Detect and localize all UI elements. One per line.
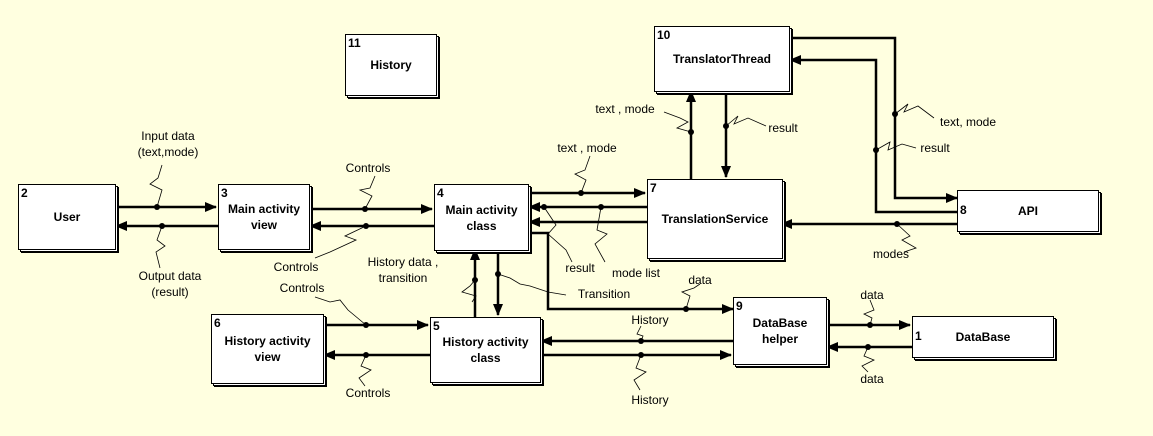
leader-transition <box>497 273 567 296</box>
label-transition: Transition <box>577 287 631 301</box>
box-title: Main activity class <box>445 202 518 233</box>
leader-mode-list <box>594 206 608 263</box>
box-api: 8 API <box>957 190 1099 232</box>
box-number: 5 <box>433 319 440 333</box>
label-controls-hav-out: Controls <box>345 386 391 400</box>
dot-controls-hav-in <box>363 322 369 328</box>
leader-controls-hav-out <box>358 354 372 387</box>
label-result-api: result <box>920 141 950 155</box>
box-number: 2 <box>21 186 28 200</box>
leader-text-mode-api <box>894 103 935 119</box>
dot-history-data <box>472 277 478 283</box>
label-history-data: History data , transition <box>367 255 439 285</box>
box-main-activity-class: 4 Main activity class <box>434 184 529 251</box>
leader-modes <box>896 223 917 253</box>
label-history-in: History <box>631 313 669 327</box>
box-title: User <box>53 210 81 224</box>
dot-text-mode-api <box>892 111 898 117</box>
leader-controls-top <box>358 175 376 210</box>
dot-transition <box>495 271 501 277</box>
leader-controls-hav-in <box>314 296 367 326</box>
box-number: 8 <box>960 203 967 217</box>
box-translator-thread: 10 TranslatorThread <box>654 26 790 92</box>
label-data-dbh: data <box>688 273 712 287</box>
box-title: DataBase <box>955 330 1011 344</box>
label-controls-mid: Controls <box>273 260 319 274</box>
leader-output-data <box>155 225 166 269</box>
box-number: 1 <box>915 329 922 343</box>
box-main-activity-view: 3 Main activity view <box>218 184 310 250</box>
leader-input-data <box>149 164 163 208</box>
box-history-activity-view: 6 6 History activity view <box>211 314 324 384</box>
leader-result-ts <box>543 206 573 263</box>
box-database-helper: 9 DataBase helper <box>733 297 827 365</box>
dot-result-api <box>873 147 879 153</box>
leader-data-db-in <box>863 299 875 326</box>
arrow-text-mode-to-api <box>788 36 958 203</box>
box-title: History <box>370 58 412 72</box>
box-history: 11 History <box>345 34 437 96</box>
dot-mode-list <box>598 204 604 210</box>
label-controls-top: Controls <box>345 161 391 175</box>
dot-history-in <box>638 338 644 344</box>
box-title: Main activity view <box>227 202 301 232</box>
arrow-result-to-tt <box>789 55 957 214</box>
box-title: TranslatorThread <box>672 52 772 66</box>
label-result-tt: result <box>768 121 798 135</box>
label-result-ts: result <box>565 261 595 275</box>
dot-data-dbh <box>683 306 689 312</box>
label-controls-hav-in: Controls <box>279 281 325 295</box>
dot-modes <box>894 221 900 227</box>
box-title: TranslationService <box>661 212 769 226</box>
dot-controls-hav-out <box>363 352 369 358</box>
leader-controls-mid <box>314 225 367 259</box>
dot-text-mode-ts <box>578 190 584 196</box>
dot-input-data <box>154 204 160 210</box>
leader-result-api <box>875 141 917 151</box>
leader-data-db-out <box>861 346 875 373</box>
label-data-db-in: data <box>860 288 884 302</box>
box-title: History activity view <box>224 334 311 364</box>
dot-text-mode-tt <box>688 129 694 135</box>
label-modes: modes <box>872 247 910 261</box>
box-database: 1 DataBase <box>912 316 1054 358</box>
leader-data-dbh <box>680 283 701 310</box>
label-text-mode-ts: text , mode <box>557 141 617 155</box>
box-number: 9 <box>736 299 743 313</box>
arrow-transition-to-dbh <box>527 231 734 314</box>
box-number: 7 <box>650 181 657 195</box>
label-output-data: Output data (result) <box>138 269 202 299</box>
box-number: 6 <box>214 316 221 330</box>
box-number: 4 <box>437 186 444 200</box>
box-number: 10 <box>657 28 671 42</box>
leader-history-data <box>461 279 477 303</box>
box-translation-service: 7 TranslationService <box>647 179 783 259</box>
label-text-mode-api: text, mode <box>939 115 997 129</box>
dot-controls-top <box>362 206 368 212</box>
label-history-out: History <box>631 393 669 407</box>
dot-result-tt <box>723 123 729 129</box>
label-input-data: Input data (text,mode) <box>137 129 199 159</box>
leader-text-mode-tt <box>663 111 692 133</box>
dot-history-out <box>638 352 644 358</box>
label-mode-list: mode list <box>611 266 661 280</box>
dot-data-db-out <box>865 344 871 350</box>
box-title: API <box>1017 204 1038 218</box>
box-title: DataBase helper <box>752 316 808 346</box>
box-user: 2 User <box>18 184 116 250</box>
box-number: 3 <box>221 186 228 200</box>
dot-output-data <box>159 223 165 229</box>
label-text-mode-tt: text , mode <box>595 102 655 116</box>
box-history-activity-class: 5 History activity class <box>430 317 541 383</box>
label-data-db-out: data <box>860 372 884 386</box>
leader-history-out <box>633 354 647 391</box>
box-title: History activity class <box>442 335 529 365</box>
leader-result-tt <box>725 115 767 127</box>
dot-controls-mid <box>363 223 369 229</box>
box-number: 11 <box>348 36 361 50</box>
leader-text-mode-ts <box>574 155 591 194</box>
dot-result-ts <box>541 204 547 210</box>
dot-data-db-in <box>867 322 873 328</box>
